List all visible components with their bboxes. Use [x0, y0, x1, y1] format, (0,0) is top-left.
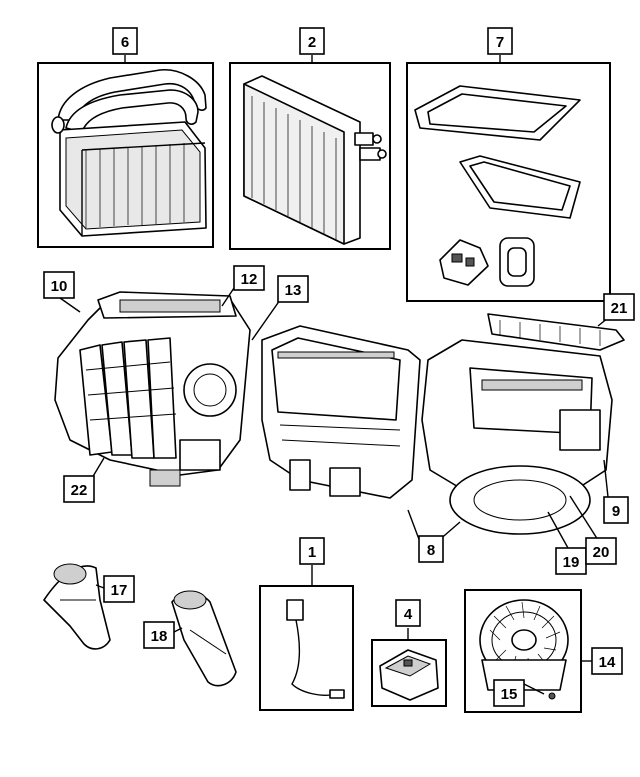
- callout-14: 14: [591, 647, 623, 675]
- callout-20: 20: [585, 537, 617, 565]
- callout-18: 18: [143, 621, 175, 649]
- left-housing-ducts: [79, 337, 177, 459]
- frame-blower-motor: [464, 589, 592, 713]
- callout-label: 7: [496, 34, 504, 51]
- callout-label: 6: [121, 34, 129, 51]
- callout-label: 18: [151, 628, 168, 645]
- callout-19: 19: [555, 547, 587, 575]
- callout-13: 13: [277, 275, 309, 303]
- frame-evaporator: [229, 55, 391, 250]
- callout-10: 10: [43, 271, 75, 299]
- callout-label: 9: [612, 503, 620, 520]
- hvac-housing-left: [54, 291, 251, 487]
- filter-slats: [499, 320, 601, 346]
- duct-part-17: [43, 563, 111, 650]
- callout-label: 13: [285, 282, 302, 299]
- callout-12: 12: [233, 265, 265, 291]
- clip-part: [439, 239, 489, 286]
- frame-resistor: [371, 628, 447, 707]
- callout-label: 15: [501, 686, 518, 703]
- callout-7: 7: [487, 27, 513, 55]
- callout-label: 20: [593, 544, 610, 561]
- grommet-part: [499, 237, 535, 287]
- resistor-part: [379, 649, 439, 701]
- frame-heater-core: [37, 55, 214, 248]
- callout-1: 1: [299, 537, 325, 565]
- callout-label: 4: [404, 606, 413, 623]
- hvac-housing-right: [421, 313, 625, 535]
- callout-label: 14: [599, 654, 616, 671]
- callout-8: 8: [418, 535, 444, 563]
- callout-label: 12: [241, 271, 258, 288]
- callout-22: 22: [63, 475, 95, 503]
- evaporator-fins: [251, 96, 337, 240]
- callout-6: 6: [112, 27, 138, 55]
- callout-4: 4: [395, 599, 421, 627]
- callout-label: 1: [308, 544, 316, 561]
- evaporator-part: [243, 75, 387, 245]
- callout-label: 21: [611, 300, 628, 317]
- frame-sensor: [259, 565, 354, 711]
- sensor-part: [286, 599, 345, 699]
- callout-17: 17: [103, 575, 135, 603]
- callout-21: 21: [603, 293, 635, 321]
- hvac-housing-center: [261, 325, 421, 499]
- callout-2: 2: [299, 27, 325, 55]
- heater-core-part: [51, 69, 207, 237]
- callout-label: 22: [71, 482, 88, 499]
- heater-core-fins: [85, 143, 185, 228]
- callout-label: 8: [427, 542, 435, 559]
- frame-seal-kit: [406, 55, 611, 302]
- callout-label: 17: [111, 582, 128, 599]
- callout-label: 2: [308, 34, 316, 51]
- callout-15: 15: [493, 679, 525, 707]
- callout-label: 19: [563, 554, 580, 571]
- callout-9: 9: [603, 496, 629, 524]
- duct-part-18: [171, 590, 237, 687]
- seal-kit-parts: [414, 85, 581, 287]
- callout-label: 10: [51, 278, 68, 295]
